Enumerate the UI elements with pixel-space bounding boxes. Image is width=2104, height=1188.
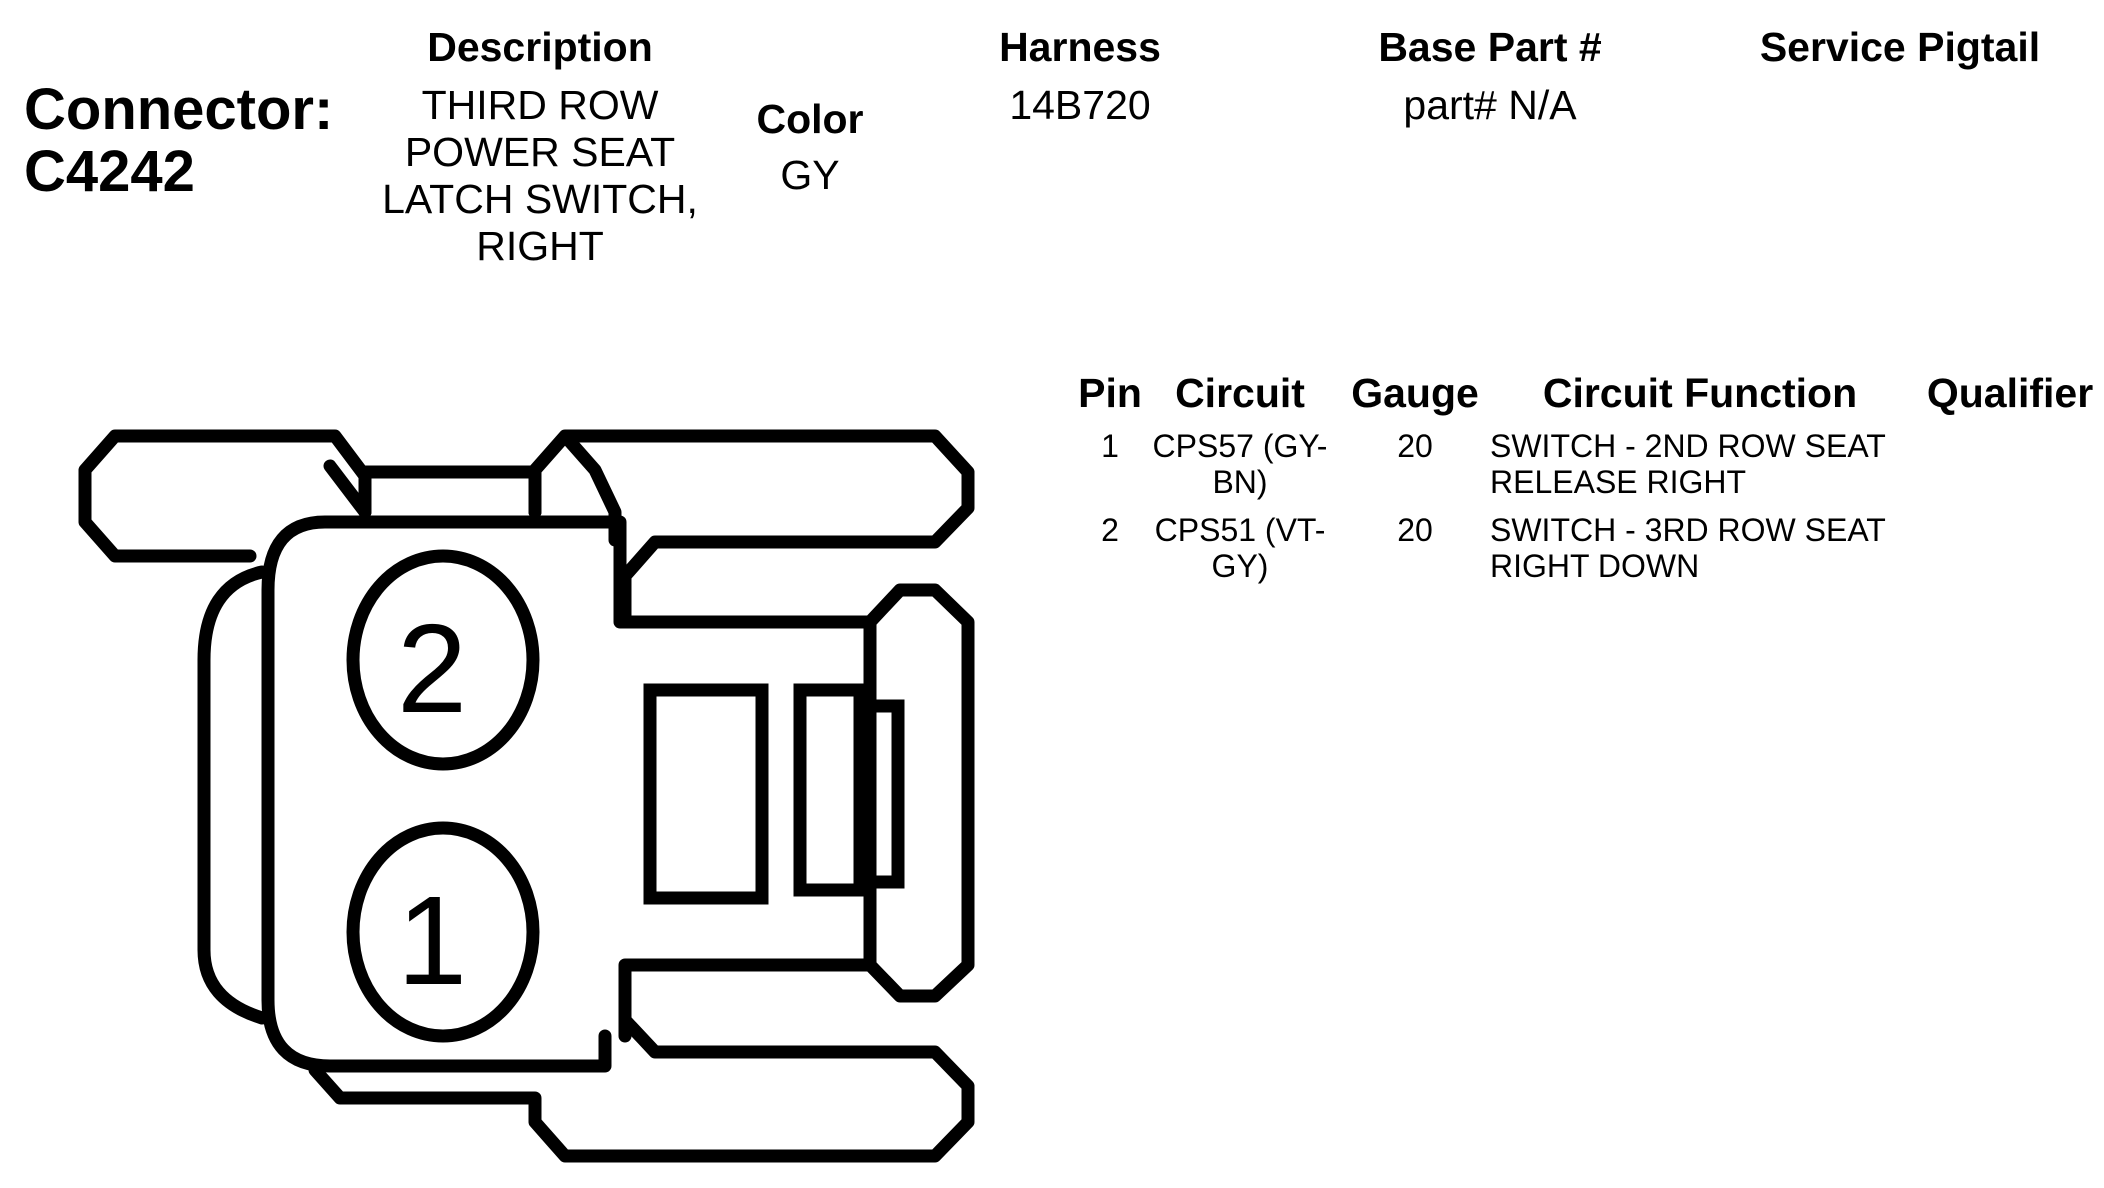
table-row-1-pin: 1 <box>1101 428 1119 464</box>
harness-value: 14B720 <box>1009 82 1151 128</box>
top-left-latch <box>78 429 372 563</box>
left-rail <box>197 565 269 1025</box>
qualifier-column-header: Qualifier <box>1926 370 2094 416</box>
table-row-1-function: SWITCH - 2ND ROW SEAT RELEASE RIGHT <box>1490 428 1886 500</box>
bottom-right-latch <box>308 1013 975 1163</box>
description-header: Description <box>427 24 653 70</box>
base-part-header: Base Part # <box>1378 24 1602 70</box>
table-row-1-circuit: CPS57 (GY-BN) <box>1152 428 1328 500</box>
table-row-1-gauge: 20 <box>1397 428 1433 464</box>
table-row-2-function: SWITCH - 3RD ROW SEAT RIGHT DOWN <box>1490 512 1886 584</box>
housing-body <box>261 515 877 1073</box>
color-value: GY <box>780 152 840 198</box>
table-row-2-pin: 2 <box>1101 512 1119 548</box>
latch-slot <box>793 683 867 897</box>
right-latch <box>863 583 975 1003</box>
gauge-column-header: Gauge <box>1351 370 1479 416</box>
circuit-function-column-header: Circuit Function <box>1542 370 1858 416</box>
color-header: Color <box>756 96 864 142</box>
keying-slot <box>643 683 769 905</box>
pin-2-number: 2 <box>397 598 467 739</box>
table-row-2-circuit: CPS51 (VT-GY) <box>1154 512 1326 584</box>
description-value: THIRD ROW POWER SEAT LATCH SWITCH, RIGHT <box>382 82 698 269</box>
pin-2-circle <box>346 549 540 771</box>
latch-slot-inner <box>853 699 905 889</box>
connector-id: C4242 <box>24 139 195 204</box>
pin-column-header: Pin <box>1078 370 1142 416</box>
pin-1-number: 1 <box>397 870 467 1011</box>
pin-1-circle <box>346 821 540 1043</box>
circuit-column-header: Circuit <box>1175 370 1305 416</box>
table-row-2-gauge: 20 <box>1397 512 1433 548</box>
harness-header: Harness <box>999 24 1161 70</box>
base-part-value: part# N/A <box>1403 82 1577 128</box>
service-pigtail-header: Service Pigtail <box>1759 24 2041 70</box>
top-bridge <box>358 465 542 519</box>
connector-label: Connector: <box>24 77 334 142</box>
